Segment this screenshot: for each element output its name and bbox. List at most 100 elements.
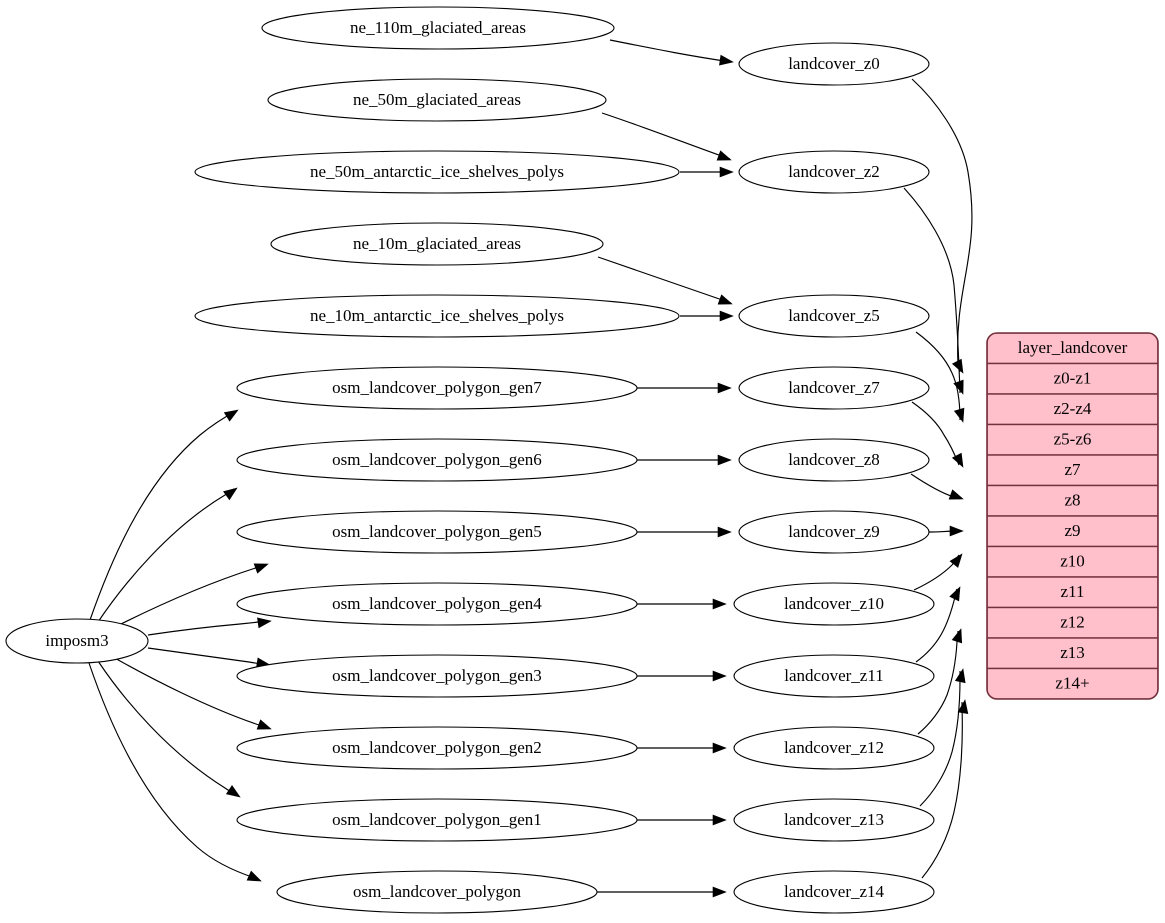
arrowhead	[225, 785, 241, 798]
arrowhead	[951, 628, 963, 644]
nodes-layer: imposm3 ne_110m_glaciated_areas ne_50m_gla…	[5, 6, 935, 914]
node-shape	[236, 366, 638, 410]
edge-ne_10m_glaciated_areas-to-landcover_z5	[597, 256, 732, 304]
node-landcover_z11[interactable]: landcover_z11	[733, 654, 935, 698]
arrowhead	[712, 670, 727, 682]
arrowhead	[256, 719, 272, 730]
edge-imposm3-to-osm_landcover_polygon_gen2	[112, 656, 269, 729]
table-row-z11[interactable]: z11	[987, 576, 1158, 609]
table-row-z12[interactable]: z12	[987, 606, 1158, 639]
node-shape	[738, 510, 930, 554]
arrowhead	[246, 870, 262, 882]
table-row-z10[interactable]: z10	[987, 545, 1158, 578]
node-osm_landcover_polygon_gen1[interactable]: osm_landcover_polygon_gen1	[236, 798, 638, 842]
table-row-z8[interactable]: z8	[987, 484, 1158, 517]
table-row-z13[interactable]: z13	[987, 637, 1158, 670]
node-shape	[194, 150, 680, 194]
arrowhead	[719, 54, 734, 66]
table-row-z14+[interactable]: z14+	[987, 667, 1158, 700]
table-row-z2-z4[interactable]: z2-z4	[987, 393, 1158, 426]
arrowhead	[712, 814, 727, 826]
edge-imposm3-to-osm_landcover_polygon_gen6	[97, 488, 235, 623]
table-outline	[986, 332, 1159, 700]
node-osm_landcover_polygon_gen4[interactable]: osm_landcover_polygon_gen4	[236, 582, 638, 626]
node-undefined[interactable]: imposm3	[5, 618, 149, 664]
arrowhead	[948, 489, 964, 500]
edge-ne_110m_glaciated_areas-to-landcover_z0	[609, 39, 732, 63]
node-shape	[733, 726, 935, 770]
node-shape	[733, 798, 935, 842]
node-landcover_z10[interactable]: landcover_z10	[733, 582, 935, 626]
table-row-z7[interactable]: z7	[987, 454, 1158, 487]
node-ne_10m_glaciated_areas[interactable]: ne_10m_glaciated_areas	[270, 222, 604, 266]
edge-landcover_z2-to-z2-z4	[903, 187, 961, 394]
table-row-z9[interactable]: z9	[987, 515, 1158, 548]
arrowhead	[949, 586, 961, 602]
node-landcover_z12[interactable]: landcover_z12	[733, 726, 935, 770]
arrowhead	[223, 487, 238, 501]
arrowhead	[951, 358, 964, 374]
node-shape	[194, 294, 680, 338]
arrowhead	[719, 166, 734, 178]
node-shape	[733, 654, 935, 698]
node-shape	[236, 726, 638, 770]
node-landcover_z9[interactable]: landcover_z9	[738, 510, 930, 554]
arrowhead	[949, 553, 963, 568]
node-osm_landcover_polygon_gen6[interactable]: osm_landcover_polygon_gen6	[236, 438, 638, 482]
node-ne_50m_glaciated_areas[interactable]: ne_50m_glaciated_areas	[267, 78, 607, 122]
node-shape	[236, 798, 638, 842]
node-landcover_z0[interactable]: landcover_z0	[738, 42, 930, 86]
node-shape	[733, 870, 935, 914]
arrowhead	[954, 668, 966, 684]
node-landcover_z7[interactable]: landcover_z7	[738, 366, 930, 410]
table-cells: layer_landcoverz0-z1z2-z4z5-z6z7z8z9z10z…	[987, 333, 1158, 699]
arrowhead	[951, 452, 964, 468]
edge-landcover_z0-to-z0-z1	[911, 78, 973, 373]
node-ne_10m_antarctic_ice_shelves_polys[interactable]: ne_10m_antarctic_ice_shelves_polys	[194, 294, 680, 338]
node-shape	[738, 366, 930, 410]
node-ne_110m_glaciated_areas[interactable]: ne_110m_glaciated_areas	[261, 6, 615, 50]
arrowhead	[257, 617, 272, 629]
node-shape	[267, 78, 607, 122]
edge-imposm3-to-osm_landcover_polygon_gen7	[89, 410, 237, 621]
node-osm_landcover_polygon_gen5[interactable]: osm_landcover_polygon_gen5	[236, 510, 638, 554]
table-row-z5-z6[interactable]: z5-z6	[987, 423, 1158, 456]
node-osm_landcover_polygon[interactable]: osm_landcover_polygon	[276, 870, 598, 914]
node-shape	[236, 438, 638, 482]
node-osm_landcover_polygon_gen2[interactable]: osm_landcover_polygon_gen2	[236, 726, 638, 770]
node-shape	[270, 222, 604, 266]
edge-ne_50m_glaciated_areas-to-landcover_z2	[601, 112, 731, 160]
node-shape	[261, 6, 615, 50]
node-ne_50m_antarctic_ice_shelves_polys[interactable]: ne_50m_antarctic_ice_shelves_polys	[194, 150, 680, 194]
node-landcover_z2[interactable]: landcover_z2	[738, 150, 930, 194]
arrowhead	[712, 742, 727, 754]
arrowhead	[253, 563, 269, 574]
arrowhead	[712, 598, 727, 610]
arrowhead	[717, 526, 732, 538]
arrowhead	[949, 525, 964, 537]
node-osm_landcover_polygon_gen7[interactable]: osm_landcover_polygon_gen7	[236, 366, 638, 410]
node-landcover_z5[interactable]: landcover_z5	[738, 294, 930, 338]
edge-landcover_z13-to-z13	[919, 671, 961, 807]
node-landcover_z13[interactable]: landcover_z13	[733, 798, 935, 842]
node-shape	[738, 42, 930, 86]
arrowhead	[719, 310, 734, 322]
node-landcover_z8[interactable]: landcover_z8	[738, 438, 930, 482]
arrowhead	[717, 294, 733, 305]
arrowheads-layer	[223, 54, 969, 898]
node-shape	[738, 150, 930, 194]
arrowhead	[716, 150, 732, 161]
edge-imposm3-to-osm_landcover_polygon	[88, 662, 259, 880]
table-row-z0-z1[interactable]: z0-z1	[987, 362, 1158, 395]
node-shape	[236, 654, 638, 698]
node-shape	[738, 294, 930, 338]
node-shape	[5, 618, 149, 664]
node-shape	[236, 510, 638, 554]
layer-landcover-table: layer_landcoverz0-z1z2-z4z5-z6z7z8z9z10z…	[986, 332, 1159, 700]
arrowhead	[953, 407, 965, 423]
node-osm_landcover_polygon_gen3[interactable]: osm_landcover_polygon_gen3	[236, 654, 638, 698]
node-landcover_z14[interactable]: landcover_z14	[733, 870, 935, 914]
node-shape	[236, 582, 638, 626]
